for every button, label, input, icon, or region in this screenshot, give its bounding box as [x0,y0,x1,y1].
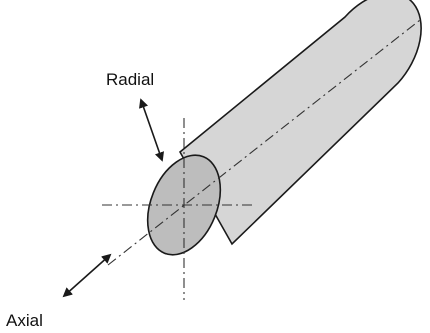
axial-label: Axial [6,311,43,330]
radial-label: Radial [106,70,154,89]
cylinder-body [178,0,422,246]
axial-arrow [62,253,112,298]
radial-arrow [139,98,164,162]
axial-centerline [107,19,421,266]
